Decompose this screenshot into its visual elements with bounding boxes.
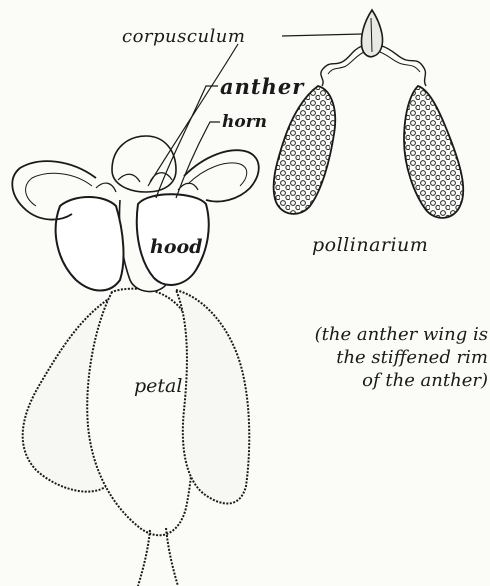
label-horn: horn [222, 114, 267, 131]
horn-right [184, 150, 259, 201]
stalk [138, 528, 178, 586]
translator-right [382, 46, 426, 86]
flower-drawing [12, 136, 258, 586]
anther-wing-note: (the anther wing is the stiffened rim of… [234, 323, 488, 392]
hood-left [56, 197, 124, 291]
pollen-sac-right [404, 86, 463, 218]
label-hood: hood [150, 238, 202, 257]
leader-corpusculum [282, 34, 362, 36]
label-pollinarium: pollinarium [312, 236, 428, 255]
anther-top [112, 136, 176, 192]
petal-center [87, 289, 196, 536]
translator-left [321, 46, 362, 86]
note-line-2: the stiffened rim [234, 346, 488, 369]
translator-right-inner [380, 52, 420, 72]
note-line-1: (the anther wing is [234, 323, 488, 346]
note-line-3: of the anther) [234, 369, 488, 392]
pollen-sac-left [274, 86, 336, 214]
label-petal: petal [134, 377, 182, 396]
leader-horn [176, 122, 220, 198]
horn-right-inner [188, 163, 247, 186]
label-anther: anther [220, 76, 304, 97]
label-corpusculum: corpusculum [122, 28, 245, 46]
pollinarium-drawing [274, 10, 464, 218]
